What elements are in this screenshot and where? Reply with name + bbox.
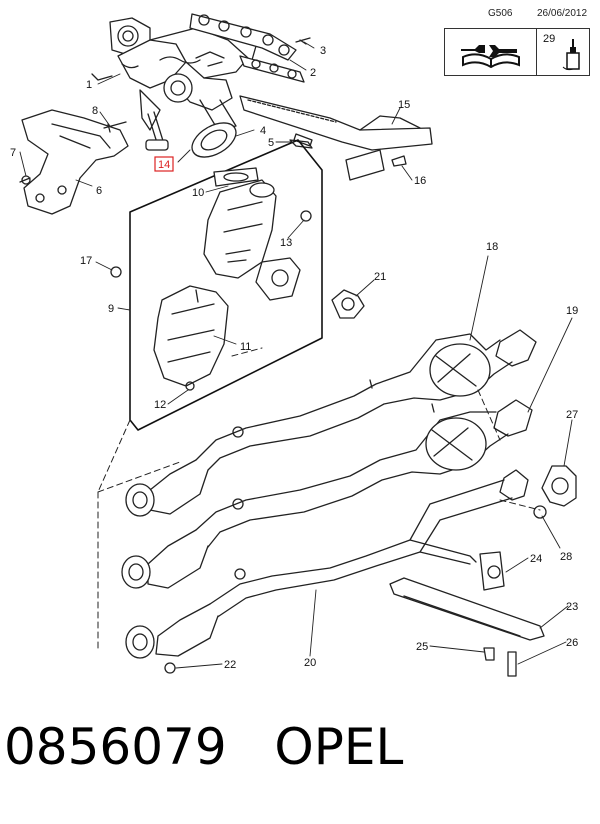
sensor-bolt bbox=[289, 139, 313, 149]
footer: 0856079 OPEL bbox=[4, 718, 403, 776]
callout-4: 4 bbox=[260, 125, 266, 137]
catalyst-gasket bbox=[213, 167, 259, 187]
callout-17: 17 bbox=[80, 255, 92, 267]
callout-15: 15 bbox=[398, 99, 410, 111]
callout-19: 19 bbox=[566, 305, 578, 317]
callout-28: 28 bbox=[560, 551, 572, 563]
turbo-manifold-assembly bbox=[91, 17, 257, 151]
applicator-bottle-icon bbox=[562, 39, 580, 71]
clamp bbox=[533, 505, 547, 519]
callout-14-highlight bbox=[154, 156, 174, 172]
callout-21: 21 bbox=[374, 271, 386, 283]
callout-25: 25 bbox=[416, 641, 428, 653]
rear-flange-gasket bbox=[541, 465, 577, 507]
left-catalysts bbox=[121, 426, 246, 659]
bolt bbox=[483, 647, 495, 661]
callout-11: 11 bbox=[240, 341, 251, 353]
tool-box bbox=[444, 28, 538, 76]
catalyst-heat-shield bbox=[153, 285, 229, 387]
callout-18: 18 bbox=[486, 241, 498, 253]
callout-20: 20 bbox=[304, 657, 316, 669]
catalytic-converter bbox=[203, 179, 301, 301]
callout-7: 7 bbox=[10, 147, 16, 159]
clip bbox=[300, 210, 312, 222]
rear-pipe bbox=[209, 469, 529, 619]
callout-3: 3 bbox=[320, 45, 326, 57]
diagram-date: 26/06/2012 bbox=[537, 8, 588, 19]
support-bracket bbox=[389, 577, 545, 641]
stud bbox=[295, 37, 311, 45]
callout-14: 14 bbox=[158, 159, 170, 171]
manifold-gasket bbox=[189, 13, 305, 83]
callout-24: 24 bbox=[530, 553, 542, 565]
callout-13: 13 bbox=[280, 237, 292, 249]
callout-10: 10 bbox=[192, 187, 204, 199]
nut bbox=[185, 381, 195, 391]
part-number: 0856079 bbox=[4, 718, 227, 776]
diagram-code: G506 bbox=[488, 8, 513, 19]
callout-1: 1 bbox=[86, 79, 92, 91]
callout-8: 8 bbox=[92, 105, 98, 117]
gasket-ring bbox=[191, 122, 237, 158]
stud bbox=[103, 121, 127, 133]
callout-2: 2 bbox=[310, 67, 316, 79]
bolt bbox=[507, 651, 517, 677]
brand-name: OPEL bbox=[274, 718, 404, 776]
callout-5: 5 bbox=[268, 137, 274, 149]
callout-23: 23 bbox=[566, 601, 578, 613]
nut bbox=[164, 662, 176, 674]
rubber-hanger bbox=[479, 551, 505, 591]
heat-shield bbox=[239, 95, 433, 181]
tool-box-29: 29 bbox=[536, 28, 590, 76]
wrench-book-icon bbox=[461, 45, 520, 69]
callout-6: 6 bbox=[96, 185, 102, 197]
bolt bbox=[391, 155, 407, 167]
callout-27: 27 bbox=[566, 409, 578, 421]
callout-26: 26 bbox=[566, 637, 578, 649]
callout-22: 22 bbox=[224, 659, 236, 671]
exhaust-manifold bbox=[19, 109, 129, 215]
callout-9: 9 bbox=[108, 303, 114, 315]
nut bbox=[110, 266, 122, 278]
callout-12: 12 bbox=[154, 399, 166, 411]
tool-box-29-number: 29 bbox=[543, 33, 556, 45]
front-pipe-catalyst bbox=[195, 329, 537, 477]
flange-gasket bbox=[331, 289, 365, 319]
callout-16: 16 bbox=[414, 175, 426, 187]
center-pipe-catalyst bbox=[195, 399, 533, 553]
